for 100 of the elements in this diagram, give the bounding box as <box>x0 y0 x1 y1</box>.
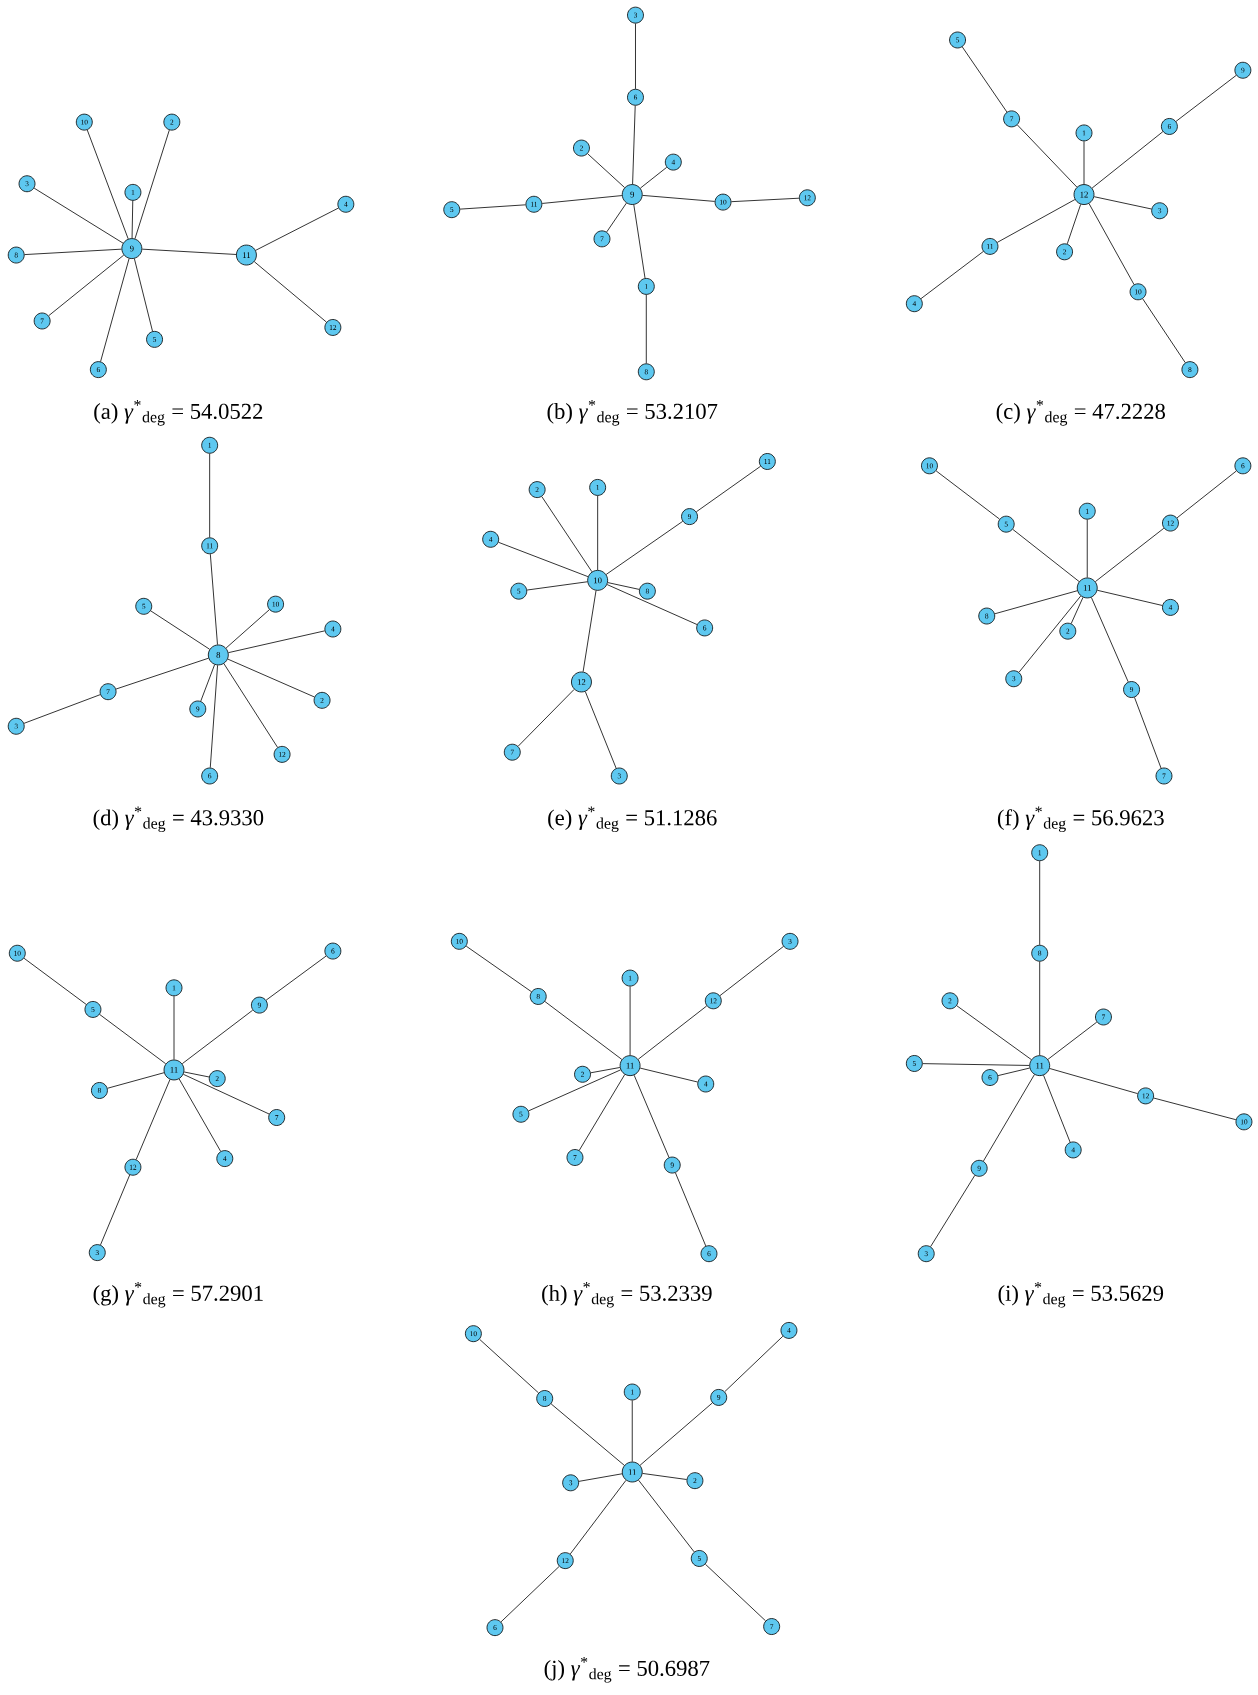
edge-line <box>724 1335 784 1393</box>
caption: (b) γ$^{*}$$_{deg}$ = 53.2107 <box>547 400 718 426</box>
edge-line <box>1088 203 1135 285</box>
edge-line <box>99 1014 167 1065</box>
edge-line <box>100 258 130 362</box>
edge-line <box>1175 74 1237 122</box>
edge-line <box>528 1069 621 1112</box>
edge-line <box>131 200 134 239</box>
caption: (h) γ$^{*}$$_{deg}$ = 53.2339 <box>542 1281 712 1308</box>
edge-line <box>632 105 636 185</box>
edge-line <box>209 453 211 538</box>
edge-line <box>86 129 129 240</box>
edge-line <box>1095 527 1165 582</box>
edge-line <box>956 1005 1032 1060</box>
edge-line <box>265 955 327 1001</box>
edge-line <box>633 204 646 279</box>
edge-line <box>996 199 1076 243</box>
edge-line <box>500 1566 560 1623</box>
caption: (c) γ$^{*}$$_{deg}$ = 47.2228 <box>996 400 1165 426</box>
edge-line <box>639 1067 698 1083</box>
edge-line <box>1091 597 1129 683</box>
edge-line <box>635 23 636 90</box>
graph-node: 11 <box>236 244 257 266</box>
edge-line <box>1142 298 1186 364</box>
edge-line <box>100 1174 131 1246</box>
edge-line <box>228 630 326 654</box>
edge-line <box>637 1005 708 1060</box>
edge-line <box>200 664 215 702</box>
caption: (e) γ$^{*}$$_{deg}$ = 51.1286 <box>548 806 717 833</box>
edge-line <box>1070 597 1084 624</box>
edge-line <box>150 610 210 650</box>
graph-node: 12 <box>571 671 592 693</box>
edge-line <box>994 590 1078 615</box>
graph-node: 11 <box>621 1461 643 1483</box>
edge-line <box>705 1563 766 1622</box>
edge-line <box>569 1479 627 1555</box>
caption: (d) γ$^{*}$$_{deg}$ = 43.9330 <box>93 806 264 833</box>
edge-line <box>526 581 588 591</box>
caption: (g) γ$^{*}$$_{deg}$ = 57.2901 <box>93 1281 263 1308</box>
edge-line <box>209 664 218 768</box>
edge-line <box>631 1400 633 1462</box>
graph-node: 12 <box>1073 184 1095 205</box>
edge-line <box>1066 204 1082 245</box>
edge-line <box>645 294 647 364</box>
caption: (j) γ$^{*}$$_{deg}$ = 50.6987 <box>544 1656 710 1683</box>
edge-line <box>930 1175 976 1247</box>
edge-line <box>223 663 278 748</box>
edge-line <box>225 609 270 649</box>
caption: (i) γ$^{*}$$_{deg}$ = 53.5629 <box>998 1281 1164 1308</box>
graph-node: 10 <box>587 569 609 591</box>
edge-line <box>983 1074 1035 1162</box>
caption: (f) γ$^{*}$$_{deg}$ = 56.9623 <box>997 806 1164 833</box>
edge-line <box>134 258 153 332</box>
graph-node: 11 <box>163 1059 185 1081</box>
edge-line <box>24 248 122 255</box>
edge-line <box>1017 124 1078 188</box>
edge-line <box>1086 519 1088 578</box>
edge-line <box>479 1338 539 1394</box>
edge-line <box>178 1078 222 1152</box>
edge-line <box>584 691 617 769</box>
edge-line <box>173 995 175 1060</box>
edge-line <box>541 195 623 204</box>
edge-line <box>629 986 631 1056</box>
edge-line <box>582 590 597 673</box>
edge-line <box>587 153 625 188</box>
edge-line <box>922 1063 1030 1066</box>
edge-line <box>578 1473 623 1482</box>
edge-line <box>607 582 640 590</box>
edge-line <box>541 496 593 573</box>
edge-line <box>1039 961 1041 1056</box>
edge-line <box>33 187 124 244</box>
edge-line <box>517 689 575 747</box>
edge-line <box>23 957 87 1005</box>
edge-line <box>1093 196 1152 210</box>
edge-line <box>1091 131 1164 189</box>
edge-line <box>465 945 532 993</box>
graph-node: 9 <box>121 238 143 259</box>
edge-line <box>1134 697 1162 769</box>
edge-line <box>731 197 800 203</box>
edge-line <box>638 1479 695 1553</box>
edge-line <box>107 1072 165 1089</box>
graph-node: 11 <box>1029 1055 1051 1077</box>
edge-line <box>181 1009 254 1065</box>
edge-line <box>23 694 101 724</box>
edge-line <box>605 521 683 575</box>
edge-line <box>544 1001 623 1060</box>
edge-line <box>997 1067 1030 1076</box>
edge-line <box>606 202 627 233</box>
caption: (a) γ$^{*}$$_{deg}$ = 54.0522 <box>94 400 263 426</box>
edge-line <box>1047 1021 1098 1060</box>
edge-line <box>633 1074 670 1158</box>
edge-line <box>642 195 716 202</box>
edge-line <box>254 261 327 323</box>
edge-line <box>639 1402 713 1466</box>
edge-line <box>255 207 339 251</box>
edge-line <box>135 1079 171 1160</box>
edge-line <box>183 1073 270 1115</box>
edge-line <box>183 1071 210 1078</box>
edge-line <box>719 946 784 997</box>
edge-line <box>597 495 599 571</box>
